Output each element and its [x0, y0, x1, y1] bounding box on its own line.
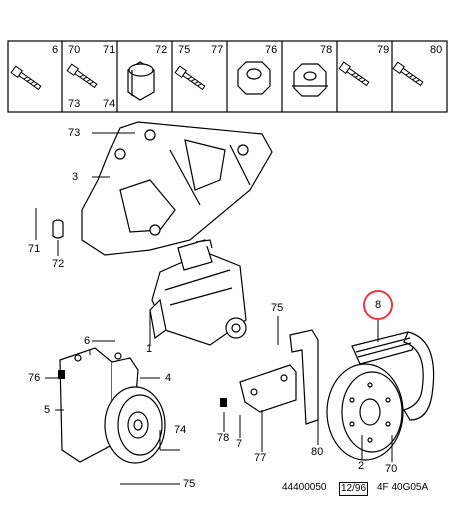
power-steering-pump [149, 239, 247, 346]
callout-72: 72 [52, 258, 65, 270]
callout-3: 3 [72, 171, 79, 183]
header-label-73: 73 [68, 98, 81, 110]
drive-belt [351, 331, 435, 421]
callout-4: 4 [165, 372, 172, 384]
flange-nut-icon [292, 63, 328, 97]
flange-bolt-icon [66, 63, 99, 90]
spacer-72 [52, 219, 64, 239]
bolt-78-head [220, 398, 227, 407]
stud-bolt-icon [338, 61, 371, 88]
bolt-icon [10, 65, 43, 92]
callout-2: 2 [358, 460, 365, 472]
callout-73: 73 [68, 127, 81, 139]
callout-1: 1 [146, 343, 153, 355]
callout-70: 70 [385, 463, 398, 475]
callout-75: 75 [271, 302, 284, 314]
callout-8: 8 [374, 299, 382, 311]
document-code: 44400050 [282, 482, 327, 493]
callout-80: 80 [311, 446, 324, 458]
callout-76: 76 [28, 372, 41, 384]
parts-header-table [7, 40, 448, 113]
document-date: 12/96 [339, 482, 369, 496]
header-label-80: 80 [430, 44, 443, 56]
callout-8-highlight: 8 [363, 290, 393, 320]
tensioner-pulley [104, 386, 166, 464]
header-label-72: 72 [155, 44, 168, 56]
header-label-79: 79 [377, 44, 390, 56]
header-label-74: 74 [103, 98, 116, 110]
callout-7: 7 [236, 438, 243, 450]
document-reference: 4F 40G05A [377, 482, 429, 493]
nut-icon [237, 61, 271, 95]
header-label-76: 76 [265, 44, 278, 56]
bolt-76-head [58, 370, 65, 379]
support-bracket [81, 121, 273, 256]
callout-75-bottom: 75 [183, 478, 196, 490]
header-label-75: 75 [178, 44, 191, 56]
callout-78: 78 [217, 432, 230, 444]
header-label-77: 77 [211, 44, 224, 56]
callout-5: 5 [44, 404, 51, 416]
callout-77: 77 [254, 452, 267, 464]
shouldered-bolt-icon [392, 61, 425, 88]
callout-6: 6 [84, 335, 91, 347]
header-label-78: 78 [320, 44, 333, 56]
callout-74: 74 [174, 424, 187, 436]
screw-icon [174, 65, 207, 92]
header-label-70: 70 [68, 44, 81, 56]
header-label-6: 6 [52, 44, 59, 56]
mounting-bracket [239, 329, 319, 425]
drive-pulley [326, 363, 404, 461]
callout-71: 71 [28, 243, 41, 255]
header-label-71: 71 [103, 44, 116, 56]
leader-lines [35, 132, 393, 485]
spacer-sleeve-icon [127, 61, 155, 101]
